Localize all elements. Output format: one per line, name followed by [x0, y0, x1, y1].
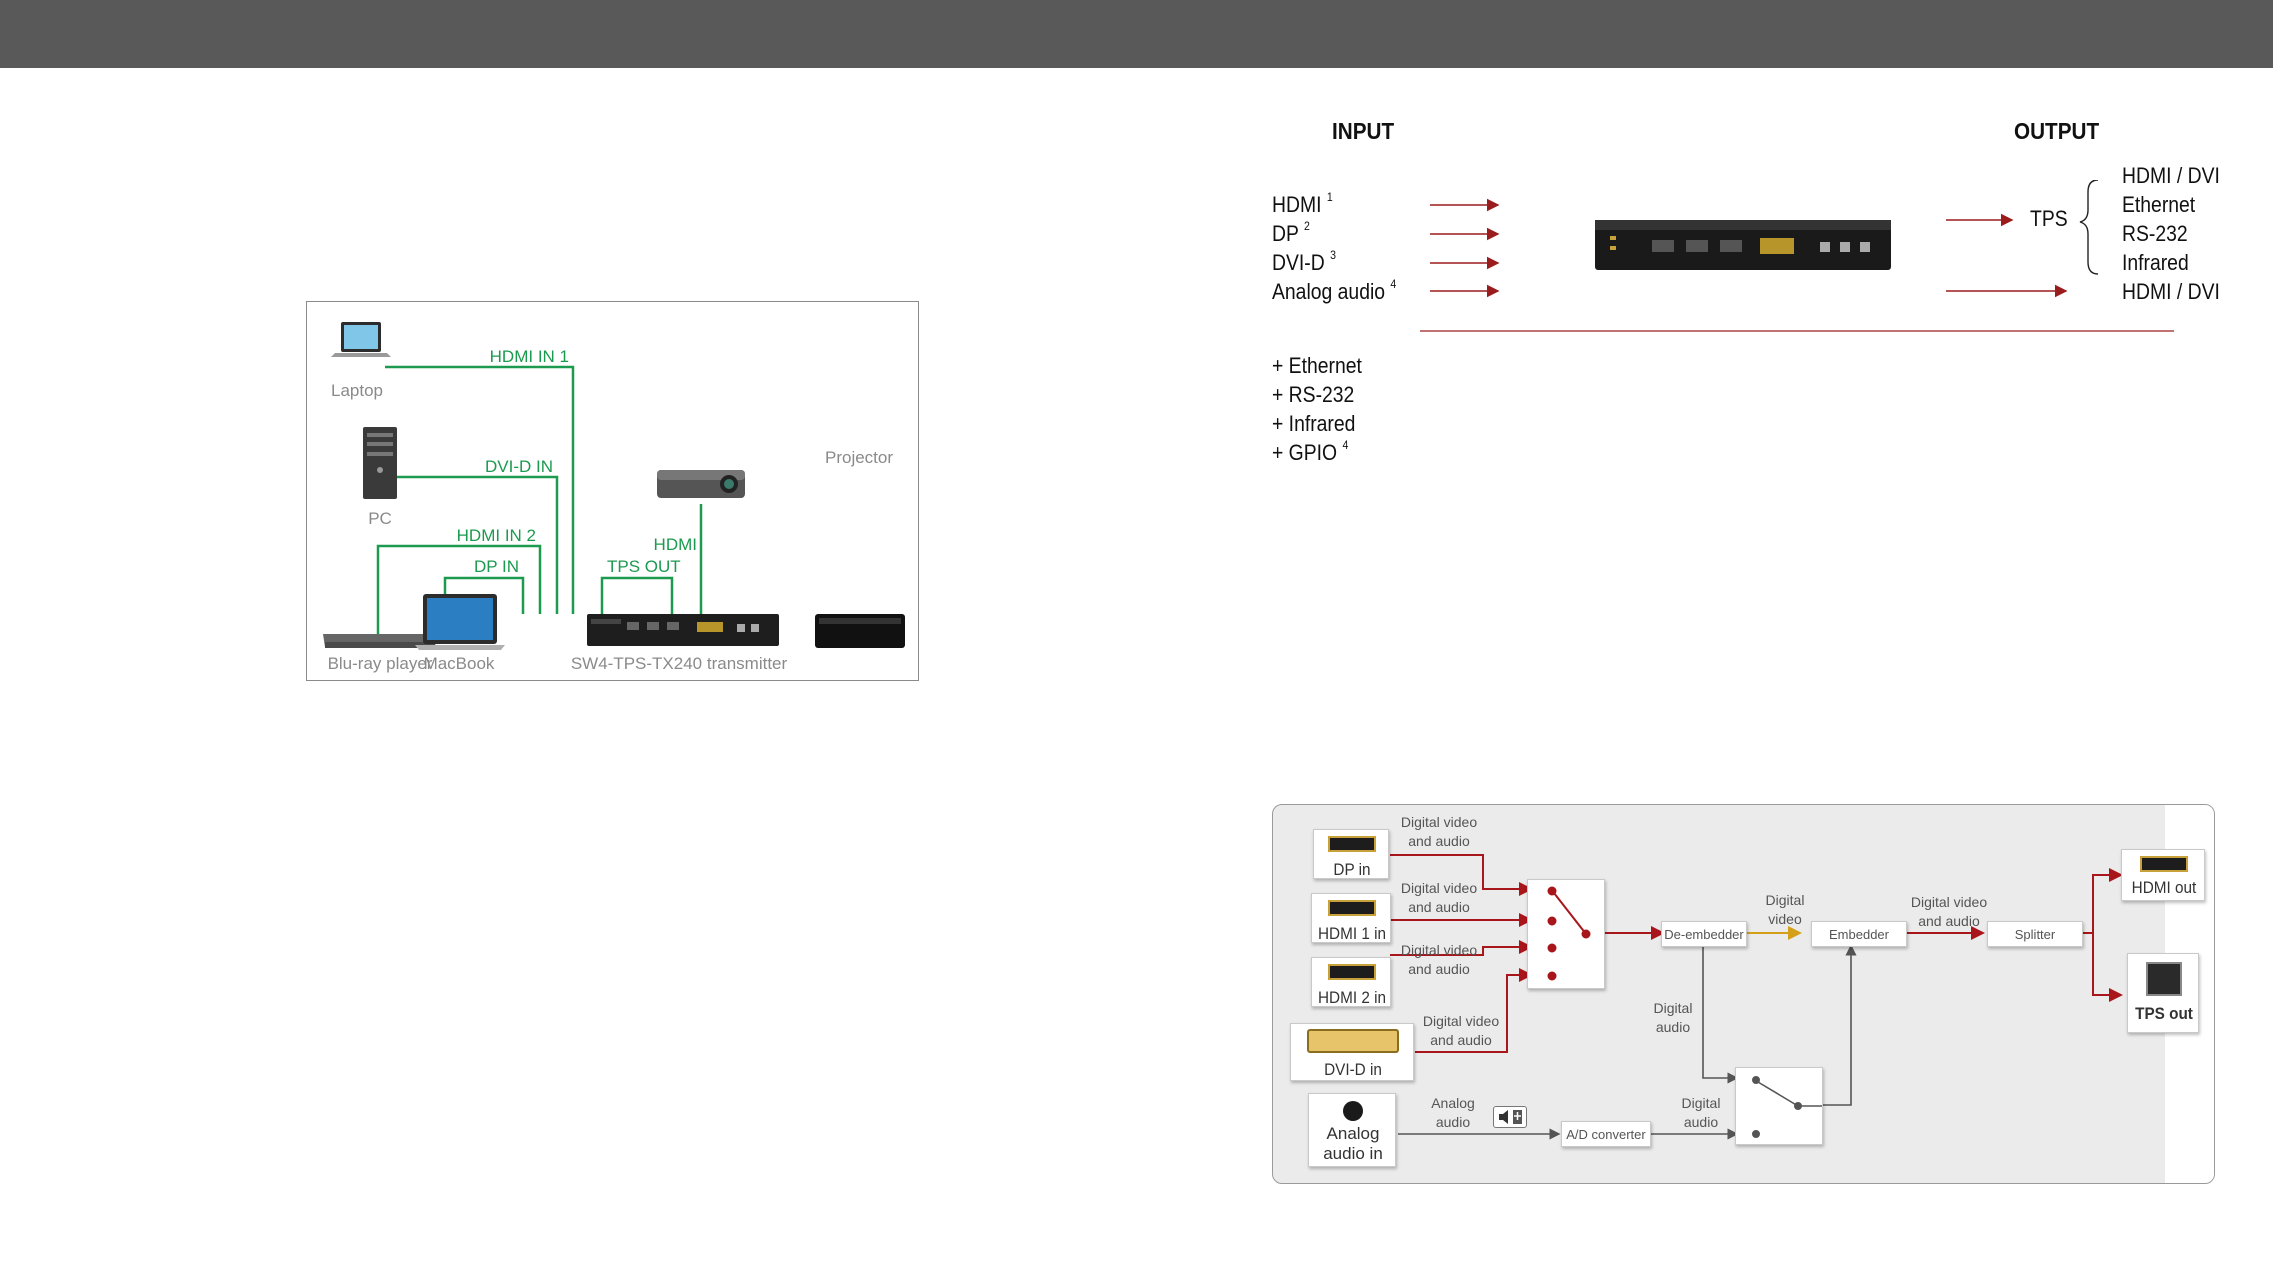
- extra-gpio: + GPIO 4: [1272, 438, 1349, 465]
- cable-dvi-d-in: [374, 475, 559, 614]
- input-heading: INPUT: [1332, 118, 1395, 144]
- port-hdmi-1-in: HDMI 1 in: [1311, 893, 1391, 943]
- port-dp-in: DP in: [1313, 829, 1389, 879]
- hdmi-connector-icon: [1328, 964, 1376, 980]
- port-analog-audio-in: Analog audio in: [1308, 1093, 1396, 1167]
- hdmi-connector-icon: [2140, 856, 2188, 872]
- signal-label-dp: Digital video and audio: [1400, 814, 1478, 849]
- signal-label-output: Digital video and audio: [1910, 894, 1988, 929]
- projector-device: [657, 470, 745, 498]
- extra-rs232: + RS-232: [1272, 382, 1355, 407]
- extra-ethernet: + Ethernet: [1272, 353, 1362, 378]
- port-dp-in-label: DP in: [1333, 860, 1371, 879]
- cable-tps-out: [600, 576, 674, 614]
- cable-hdmi-in-1: [385, 365, 575, 614]
- pc-device: [363, 427, 397, 499]
- pc-label: PC: [368, 509, 392, 528]
- tps-output-rs232: RS-232: [2122, 221, 2188, 246]
- wire-dvi-d: [1415, 968, 1533, 1053]
- cable-label-dvi-d-in: DVI-D IN: [485, 457, 553, 476]
- signal-label-digital-audio-2: Digital audio: [1681, 1095, 1721, 1130]
- speaker-icon: [1493, 1106, 1527, 1128]
- port-dvi-d-in-label: DVI-D in: [1324, 1060, 1382, 1079]
- cable-label-dp-in: DP IN: [474, 557, 519, 576]
- cable-label-hdmi-in-1: HDMI IN 1: [490, 347, 569, 366]
- input-item-dp: DP 2: [1272, 219, 1310, 246]
- audio-switch-symbol: [1751, 1076, 1822, 1138]
- laptop-device: [331, 322, 391, 357]
- overview-arrows: [1420, 180, 2174, 332]
- port-hdmi-2-in: HDMI 2 in: [1311, 957, 1391, 1007]
- port-hdmi-out-label: HDMI out: [2131, 878, 2197, 897]
- tps-output-ethernet: Ethernet: [2122, 192, 2196, 217]
- cables: [374, 365, 703, 634]
- hdmi-connector-icon: [1328, 900, 1376, 916]
- input-item-dvi-d: DVI-D 3: [1272, 248, 1336, 275]
- signal-label-dvi-d: Digital video and audio: [1422, 1013, 1500, 1048]
- laptop-label: Laptop: [331, 381, 383, 400]
- transmitter-image: [1595, 220, 1891, 270]
- extra-infrared: + Infrared: [1272, 411, 1356, 436]
- wire-hdmi-2: [1390, 940, 1533, 956]
- jack-connector-icon: [1343, 1101, 1363, 1121]
- video-switch: [1527, 879, 1605, 989]
- header-bar: [0, 0, 2273, 68]
- splitter-block: Splitter: [1987, 921, 2083, 947]
- wire-dp: [1390, 854, 1533, 896]
- wire-audio-to-embedder: [1823, 944, 1857, 1106]
- output-heading: OUTPUT: [2014, 118, 2100, 144]
- adc-block: A/D converter: [1561, 1121, 1651, 1147]
- block-diagram-wiring: [1390, 854, 2123, 1140]
- port-hdmi-1-in-label: HDMI 1 in: [1317, 924, 1387, 943]
- tps-output-hdmi-dvi: HDMI / DVI: [2122, 163, 2220, 188]
- port-analog-audio-in-label: Analog audio in: [1323, 1124, 1383, 1163]
- wire-to-tps-out: [2092, 933, 2123, 1002]
- input-item-hdmi: HDMI 1: [1272, 190, 1333, 217]
- port-dvi-d-in: DVI-D in: [1290, 1023, 1414, 1081]
- port-tps-out-label: TPS out: [2135, 1004, 2193, 1023]
- block-diagram: DP in HDMI 1 in HDMI 2 in DVI-D in Analo…: [1272, 804, 2215, 1184]
- input-item-analog-audio: Analog audio 4: [1272, 277, 1397, 304]
- deembedder-block: De-embedder: [1661, 921, 1747, 947]
- bluray-device: [323, 634, 437, 648]
- projector-label: Projector: [825, 448, 893, 467]
- wire-to-hdmi-out: [2081, 868, 2123, 934]
- macbook-device: [415, 594, 505, 650]
- tps-label: TPS: [2030, 206, 2068, 231]
- signal-label-analog-audio: Analog audio: [1431, 1095, 1475, 1130]
- port-hdmi-out: HDMI out: [2121, 849, 2205, 901]
- port-hdmi-2-in-label: HDMI 2 in: [1317, 988, 1387, 1007]
- cable-label-tps-out: TPS OUT: [607, 557, 681, 576]
- embedder-block: Embedder: [1811, 921, 1907, 947]
- rj45-connector-icon: [2146, 962, 2182, 996]
- signal-label-hdmi-2: Digital video and audio: [1400, 942, 1478, 977]
- video-switch-symbol: [1547, 886, 1591, 981]
- cable-dp-in: [443, 576, 525, 614]
- wire-digital-audio-deembedded: [1702, 946, 1739, 1084]
- transmitter-device: [587, 614, 779, 646]
- cable-hdmi-in-2: [376, 544, 542, 634]
- signal-label-digital-audio-1: Digital audio: [1653, 1000, 1693, 1035]
- macbook-label: MacBook: [424, 654, 495, 673]
- signal-label-digital-video: Digital video: [1765, 892, 1805, 927]
- dvi-connector-icon: [1307, 1029, 1399, 1053]
- receiver-device: [815, 614, 905, 648]
- application-diagram: Laptop PC Projector Blu-ray player MacBo…: [306, 301, 919, 681]
- dp-connector-icon: [1328, 836, 1376, 852]
- tps-output-infrared: Infrared: [2122, 250, 2189, 275]
- port-tps-out: TPS out: [2127, 953, 2199, 1033]
- cable-label-hdmi-in-2: HDMI IN 2: [457, 526, 536, 545]
- output-brace: [2079, 180, 2099, 275]
- local-output-hdmi-dvi: HDMI / DVI: [2122, 279, 2220, 304]
- audio-switch: [1735, 1067, 1823, 1145]
- transmitter-label: SW4-TPS-TX240 transmitter: [571, 654, 788, 673]
- application-diagram-canvas: Laptop PC Projector Blu-ray player MacBo…: [323, 322, 905, 673]
- signal-label-hdmi-1: Digital video and audio: [1400, 880, 1478, 915]
- cable-label-hdmi: HDMI: [654, 535, 697, 554]
- bluray-label: Blu-ray player: [328, 654, 433, 673]
